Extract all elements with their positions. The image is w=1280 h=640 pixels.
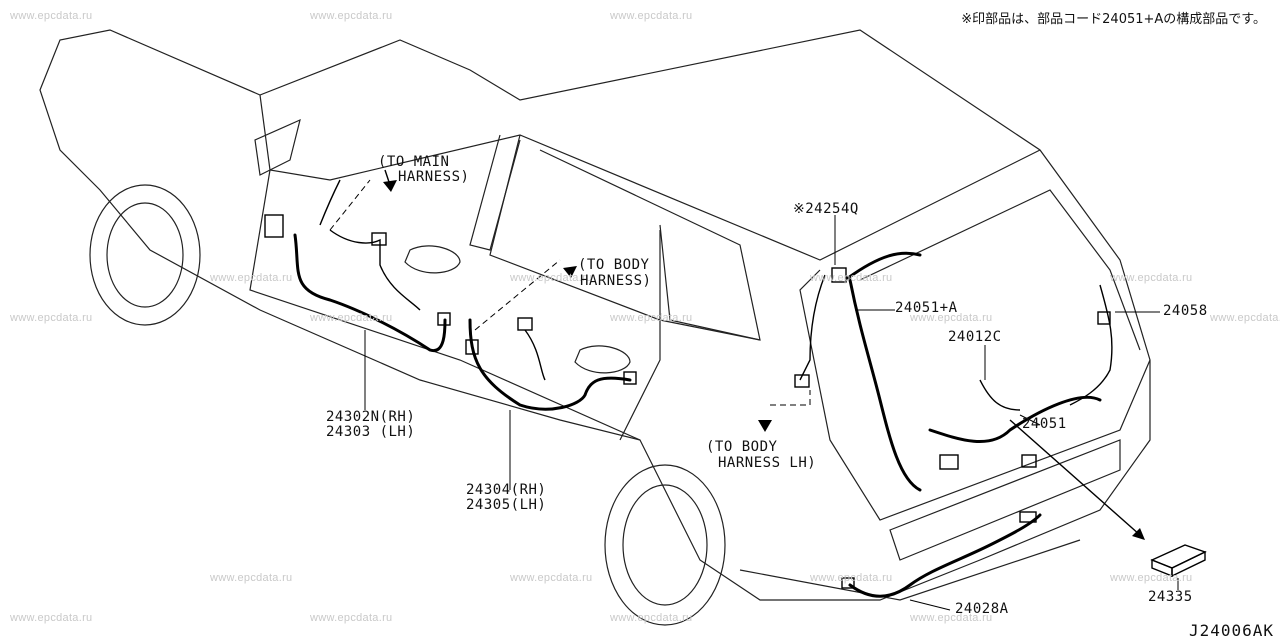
- label-to-body-harness-lh-line1: (TO BODY: [706, 439, 778, 455]
- harness-24304: [465, 317, 637, 411]
- watermark: www.epcdata.ru: [10, 312, 93, 324]
- part-label-24303: 24303 (LH): [326, 424, 416, 440]
- harness-24028a: [841, 511, 1042, 598]
- watermark: www.epcdata.ru: [610, 612, 693, 624]
- diagram-code: J24006AK: [1188, 621, 1274, 640]
- part-24335-block: [1150, 544, 1207, 590]
- part-label-24304: 24304(RH): [466, 482, 547, 498]
- watermark: www.epcdata.ru: [910, 612, 993, 624]
- watermark: www.epcdata.ru: [510, 272, 593, 284]
- watermark: www.epcdata.ru: [810, 572, 893, 584]
- watermark: www.epcdata.ru: [10, 612, 93, 624]
- watermark: www.epcdata.ru: [210, 572, 293, 584]
- label-to-main-harness-line1: (TO MAIN: [378, 154, 450, 170]
- watermark: www.epcdata.ru: [210, 272, 293, 284]
- part-label-24305: 24305(LH): [466, 497, 547, 513]
- watermark: www.epcdata.ru: [910, 312, 993, 324]
- watermark: www.epcdata.ru: [310, 312, 393, 324]
- watermark: www.epcdata.ru: [1110, 272, 1193, 284]
- harness-24051a: [794, 251, 922, 492]
- watermark: www.epcdata.ru: [10, 10, 93, 22]
- part-label-24051a: 24051+A: [895, 300, 958, 316]
- watermark: www.epcdata.ru: [310, 10, 393, 22]
- harness-24302n: [264, 179, 451, 353]
- label-to-body-harness-line2: HARNESS): [580, 273, 652, 289]
- part-label-24254q: ※24254Q: [793, 201, 859, 217]
- parts-note: ※印部品は、部品コード24051+Aの構成部品です。: [961, 12, 1266, 27]
- label-to-main-harness-line2: HARNESS): [398, 169, 470, 185]
- vehicle-body-outline: [39, 29, 1151, 626]
- leader-lines: [364, 215, 1160, 611]
- harness-24051: [928, 284, 1113, 470]
- part-label-24012c: 24012C: [948, 329, 1002, 345]
- part-label-24335: 24335: [1148, 589, 1193, 605]
- watermark: www.epcdata.ru: [1110, 572, 1193, 584]
- part-label-24028a: 24028A: [955, 601, 1009, 617]
- watermark: www.epcdata.ru: [610, 10, 693, 22]
- watermark: www.epcdata.ru: [610, 312, 693, 324]
- watermark: www.epcdata.ru: [1210, 312, 1280, 324]
- part-label-24051: 24051: [1022, 416, 1067, 432]
- connector-guides: [329, 169, 811, 432]
- watermark: www.epcdata.ru: [510, 572, 593, 584]
- watermark: www.epcdata.ru: [310, 612, 393, 624]
- label-to-body-harness-lh-line2: HARNESS LH): [718, 455, 817, 471]
- part-label-24302n: 24302N(RH): [326, 409, 416, 425]
- watermark: www.epcdata.ru: [810, 272, 893, 284]
- label-to-body-harness-line1: (TO BODY: [578, 257, 650, 273]
- part-label-24058: 24058: [1163, 303, 1208, 319]
